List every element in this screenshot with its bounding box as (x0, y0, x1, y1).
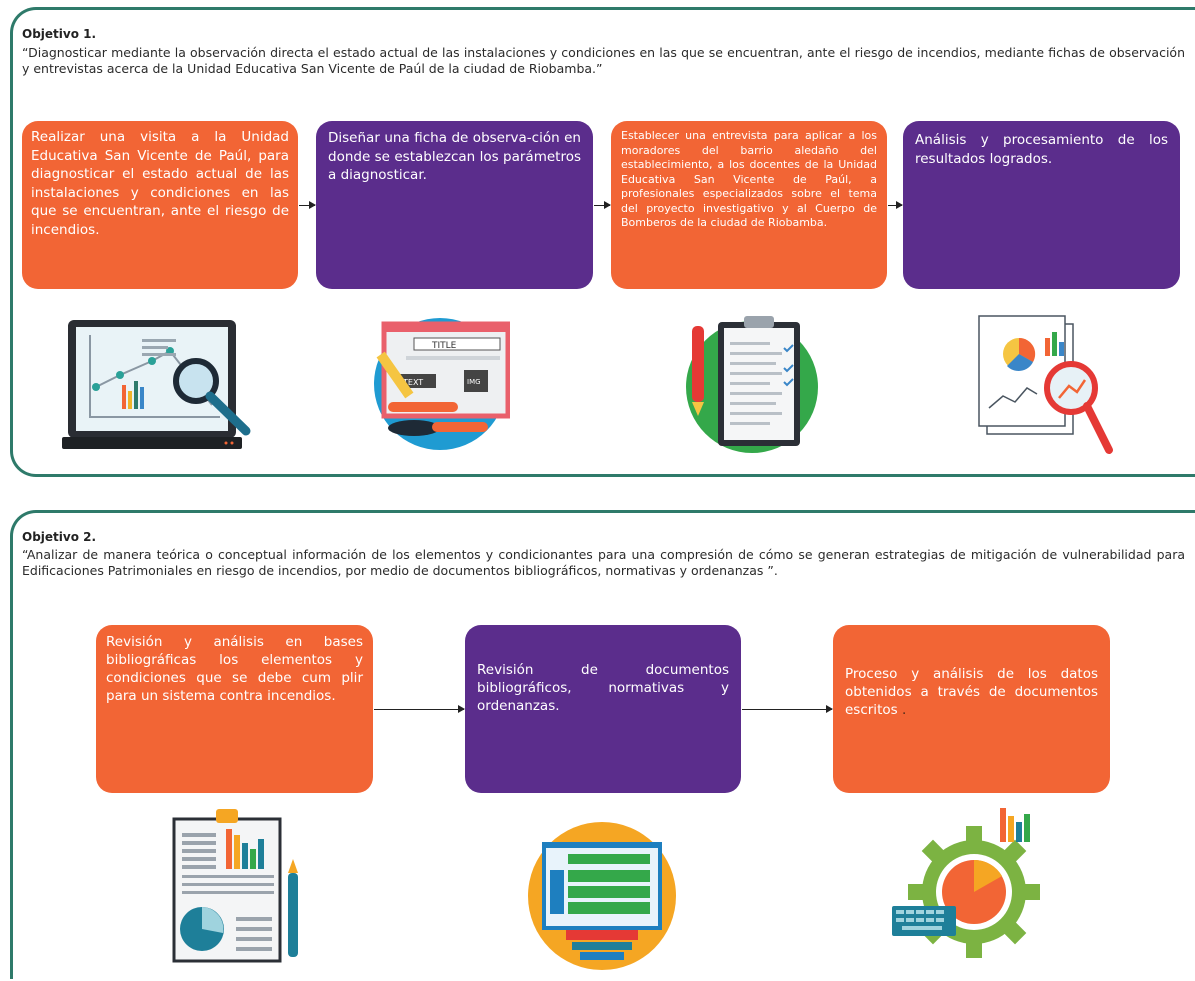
arrow (742, 705, 833, 713)
objective-1-step-4: Análisis y procesamiento de los resultad… (903, 121, 1180, 289)
report-magnifier-icon (978, 315, 1113, 454)
web-design-icon: TITLE TEXT IMG (374, 318, 510, 450)
svg-text:IMG: IMG (467, 378, 481, 386)
objective-2-step-3: Proceso y análisis de los datos obtenido… (833, 625, 1110, 793)
objective-1-step-3: Establecer una entrevista para aplicar a… (611, 121, 887, 289)
arrow (594, 201, 611, 209)
objective-2-quote: “Analizar de manera teórica o conceptual… (22, 547, 1185, 578)
arrow (299, 201, 316, 209)
objective-2-step-2: Revisión de documentos bibliográficos, n… (465, 625, 741, 793)
objective-1-step-2: Diseñar una ficha de observa-ción en don… (316, 121, 593, 289)
svg-text:TITLE: TITLE (431, 341, 457, 351)
clipboard-pen-icon (686, 316, 818, 453)
objective-2-step-3-trailing-dot: . (901, 702, 907, 718)
objective-1-step-1: Realizar una visita a la Unidad Educativ… (22, 121, 298, 289)
arrow (374, 705, 465, 713)
website-layout-icon (528, 822, 676, 970)
laptop-analytics-icon (62, 320, 251, 449)
document-chart-pen-icon (172, 809, 298, 963)
objective-2-heading: Objetivo 2. (22, 530, 97, 544)
gear-chart-icon (892, 808, 1040, 958)
svg-text:TEXT: TEXT (402, 378, 423, 387)
objective-2-step-1: Revisión y análisis en bases bibliográfi… (96, 625, 373, 793)
objective-1-quote: “Diagnosticar mediante la observación di… (22, 45, 1185, 76)
objective-1-heading: Objetivo 1. (22, 27, 97, 41)
arrow (888, 201, 903, 209)
objective-2-step-3-text: Proceso y análisis de los datos obtenido… (845, 666, 1098, 718)
